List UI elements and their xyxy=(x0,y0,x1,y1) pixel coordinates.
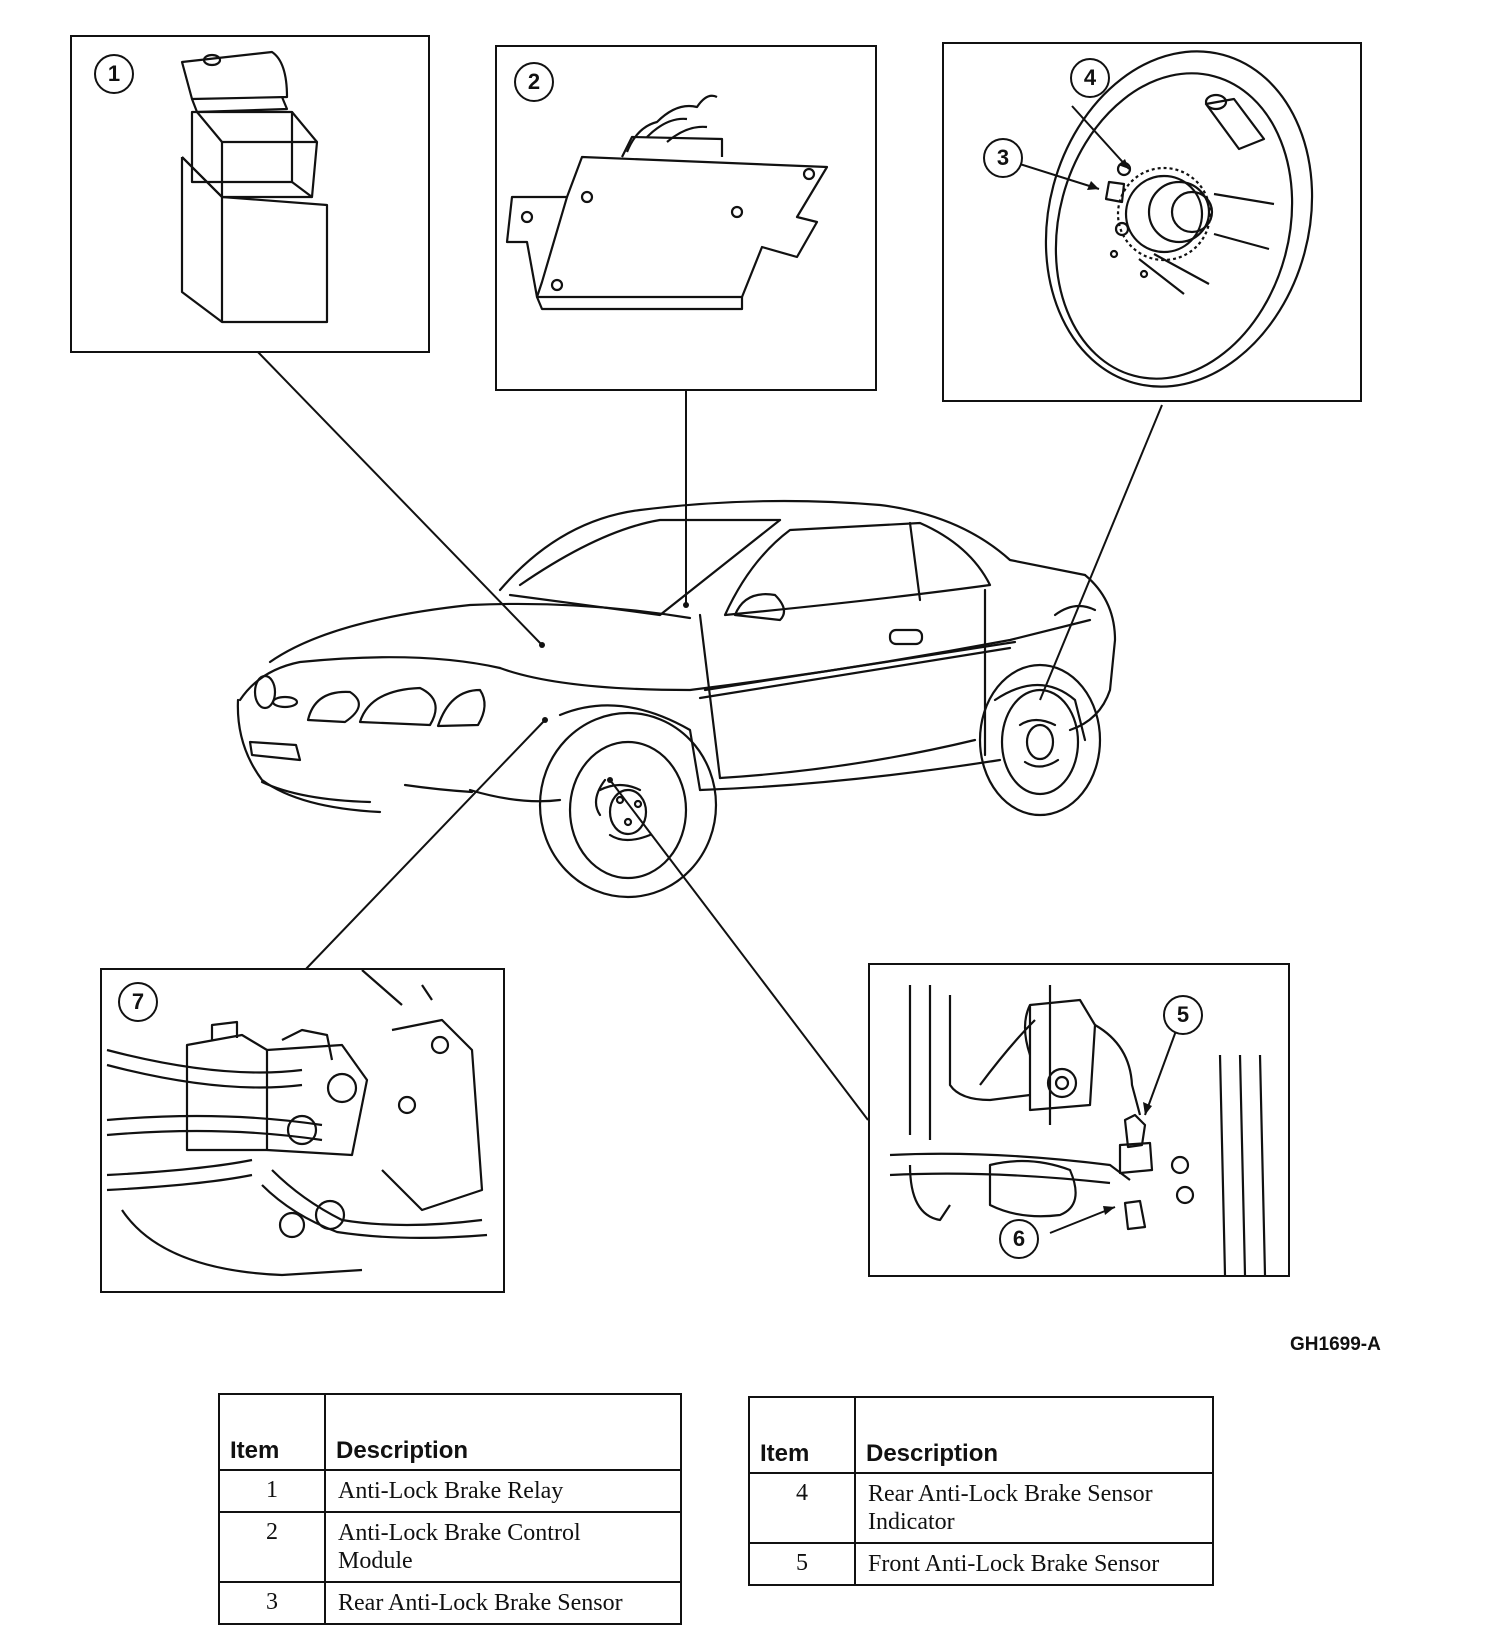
description-column-header: Description xyxy=(324,1393,682,1471)
callout-7: 7 xyxy=(118,982,158,1022)
control-module-illustration xyxy=(505,94,829,311)
description-column-header: Description xyxy=(854,1396,1214,1474)
item-number: 4 xyxy=(748,1472,856,1544)
leader-line-relay xyxy=(255,349,543,646)
item-description: Rear Anti-Lock Brake Sensor Indicator xyxy=(854,1472,1214,1544)
legend-table-1: Item Description 1 Anti-Lock Brake Relay… xyxy=(218,1393,682,1625)
hydraulic-unit-detail-panel xyxy=(100,968,505,1293)
relay-illustration xyxy=(180,50,329,324)
item-description: Anti-Lock Brake Relay xyxy=(324,1469,682,1513)
table-row: 4 Rear Anti-Lock Brake Sensor Indicator xyxy=(748,1472,1214,1544)
callout-4: 4 xyxy=(1070,58,1110,98)
item-number: 3 xyxy=(218,1581,326,1625)
table-row: 3 Rear Anti-Lock Brake Sensor xyxy=(218,1581,682,1625)
item-number: 5 xyxy=(748,1542,856,1586)
item-number: 2 xyxy=(218,1511,326,1583)
front-sensor-detail-panel xyxy=(868,963,1290,1277)
item-description: Front Anti-Lock Brake Sensor xyxy=(854,1542,1214,1586)
callout-1: 1 xyxy=(94,54,134,94)
hydraulic-unit-illustration xyxy=(106,970,488,1277)
rear-hub-detail-panel xyxy=(942,42,1362,402)
table-header-row: Item Description xyxy=(748,1396,1214,1474)
item-column-header: Item xyxy=(748,1396,856,1474)
item-column-header: Item xyxy=(218,1393,326,1471)
front-sensor-illustration xyxy=(889,985,1267,1275)
rear-hub-illustration xyxy=(1003,50,1314,388)
callout-2: 2 xyxy=(514,62,554,102)
leader-line-hydraulic-unit xyxy=(304,719,546,971)
table-row: 1 Anti-Lock Brake Relay xyxy=(218,1469,682,1513)
callout-5: 5 xyxy=(1163,995,1203,1035)
table-row: 5 Front Anti-Lock Brake Sensor xyxy=(748,1542,1214,1586)
table-header-row: Item Description xyxy=(218,1393,682,1471)
item-description: Rear Anti-Lock Brake Sensor xyxy=(324,1581,682,1625)
item-number: 1 xyxy=(218,1469,326,1513)
leader-line-rear-sensor xyxy=(1039,404,1163,701)
figure-code: GH1699-A xyxy=(1290,1334,1381,1355)
legend-table-2: Item Description 4 Rear Anti-Lock Brake … xyxy=(748,1396,1214,1586)
leader-line-front-sensor xyxy=(609,779,869,1121)
table-row: 2 Anti-Lock Brake Control Module xyxy=(218,1511,682,1583)
relay-detail-panel xyxy=(70,35,430,353)
item-description: Anti-Lock Brake Control Module xyxy=(324,1511,682,1583)
callout-6: 6 xyxy=(999,1219,1039,1259)
callout-3: 3 xyxy=(983,138,1023,178)
control-module-detail-panel xyxy=(495,45,877,391)
